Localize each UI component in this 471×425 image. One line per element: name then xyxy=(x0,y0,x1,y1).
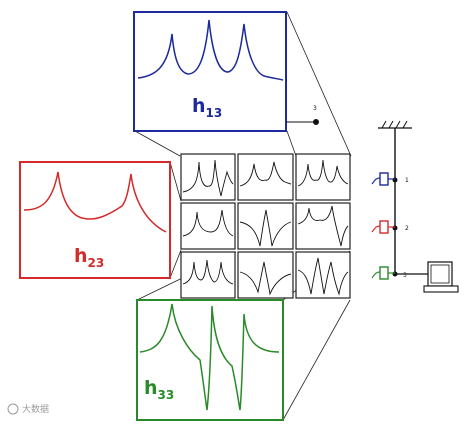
watermark: 大数据 xyxy=(7,403,49,415)
panel-h33: h33 xyxy=(136,299,284,421)
connector-h13-right-bottom xyxy=(286,130,297,157)
grid-cell-32 xyxy=(237,251,294,299)
node-3-bottom-label: 3 xyxy=(403,272,407,279)
accelerometer-icon-green xyxy=(371,266,395,280)
panel-h23: h23 xyxy=(19,161,171,279)
node-1-label: 1 xyxy=(405,177,409,184)
h23-label: h23 xyxy=(74,245,104,270)
h13-label: h13 xyxy=(192,95,222,120)
watermark-icon xyxy=(7,403,19,415)
connector-h33-bottom xyxy=(282,299,351,421)
node-3-label: 3 xyxy=(313,105,317,112)
connector-h23-bottom xyxy=(169,249,182,279)
grid-cell-13 xyxy=(295,153,351,201)
h33-label: h33 xyxy=(144,377,174,402)
h23-curve xyxy=(23,171,167,233)
grid-cell-31 xyxy=(180,251,236,299)
grid-cell-11 xyxy=(180,153,236,201)
shaker-icon xyxy=(423,261,459,293)
h33-curve xyxy=(139,303,280,411)
grid-cell-21 xyxy=(180,202,236,250)
frf-grid xyxy=(180,153,351,299)
grid-cell-33 xyxy=(295,251,351,299)
watermark-text: 大数据 xyxy=(22,403,49,415)
accelerometer-icon-blue xyxy=(371,172,395,186)
connector-h13-left xyxy=(134,130,181,157)
accelerometer-icon-red xyxy=(371,220,395,234)
node-2-label: 2 xyxy=(405,225,409,232)
grid-cell-23 xyxy=(295,202,351,250)
ground-icon xyxy=(378,120,412,129)
grid-cell-12 xyxy=(237,153,294,201)
connector-h23-top xyxy=(169,161,182,202)
structure-beam: 1 2 3 xyxy=(371,120,459,293)
node-1 xyxy=(392,177,398,183)
node-3-marker: 3 xyxy=(286,105,319,125)
node-2 xyxy=(392,225,398,231)
connector-h13-right-top xyxy=(286,11,352,157)
panel-h13: h13 xyxy=(133,11,287,132)
grid-cell-22 xyxy=(237,202,294,250)
h13-curve xyxy=(137,19,284,81)
